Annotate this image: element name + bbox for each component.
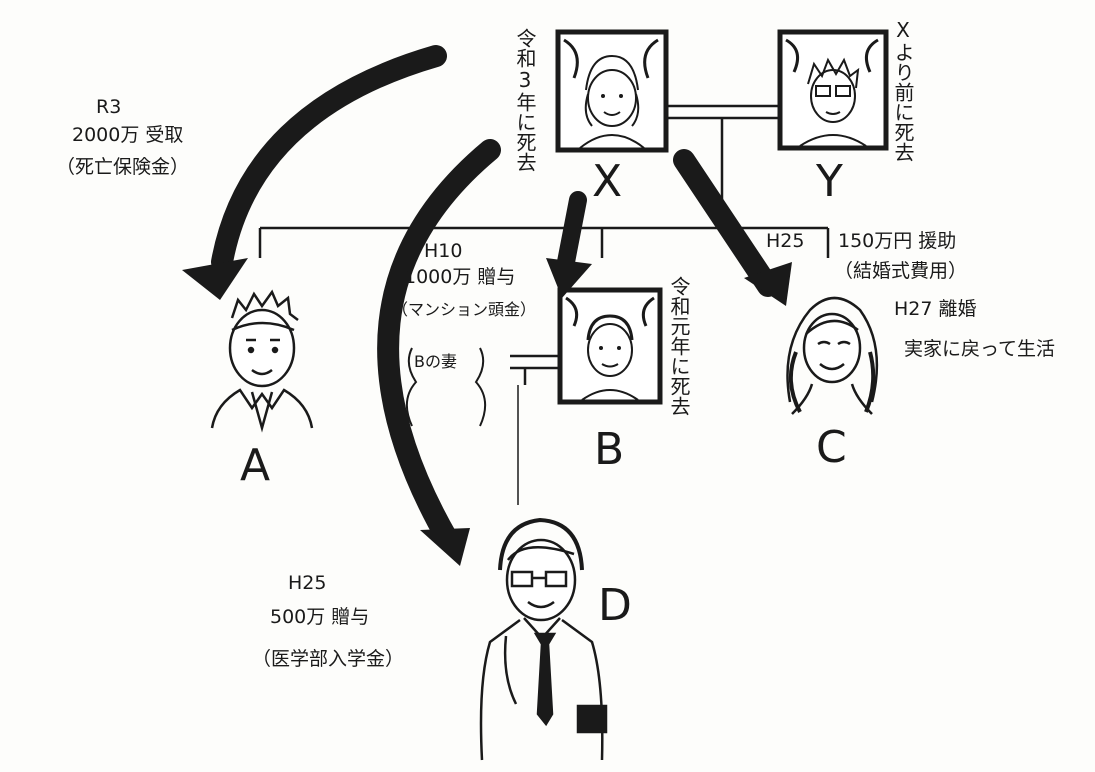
label-x: X xyxy=(592,156,623,207)
portrait-b xyxy=(557,287,663,405)
arrow-x-to-d xyxy=(377,139,501,551)
label-d: D xyxy=(598,580,632,631)
person-a xyxy=(210,289,314,433)
transfer-d-detail: （医学部入学金） xyxy=(252,648,405,670)
transfer-c-detail: （結婚式費用） xyxy=(834,260,968,282)
note-c-divorce: H27 離婚 xyxy=(894,298,977,320)
person-c xyxy=(786,296,879,415)
tree-lines xyxy=(258,104,830,505)
transfer-c-year: H25 xyxy=(766,230,805,252)
arrowhead-d xyxy=(420,528,470,566)
person-d xyxy=(479,517,608,761)
label-c: C xyxy=(816,422,847,473)
arrow-x-to-b xyxy=(557,191,587,271)
transfer-b-detail: （マンション頭金） xyxy=(392,300,537,319)
transfer-a-amount: 2000万 受取 xyxy=(72,124,184,146)
arrow-x-to-c xyxy=(673,149,779,297)
transfer-a-detail: （死亡保険金） xyxy=(56,156,190,178)
b-wife-placeholder xyxy=(405,347,487,427)
portrait-y xyxy=(777,29,889,151)
label-b-wife: Bの妻 xyxy=(414,352,457,371)
note-c-living: 実家に戻って生活 xyxy=(904,338,1056,360)
transfer-d-amount: 500万 贈与 xyxy=(270,606,370,628)
note-x-death: 令和3年に死去 xyxy=(513,28,537,172)
label-b: B xyxy=(594,424,625,475)
arrows xyxy=(211,45,779,551)
label-a: A xyxy=(240,440,271,491)
arrowhead-b xyxy=(546,258,592,298)
note-b-death: 令和元年に死去 xyxy=(667,276,691,416)
portrait-x xyxy=(555,29,669,153)
transfer-b-year: H10 xyxy=(424,240,463,262)
transfer-d-year: H25 xyxy=(288,572,327,594)
arrowheads xyxy=(182,258,792,566)
label-y: Y xyxy=(816,156,843,207)
arrowhead-c xyxy=(744,262,792,306)
arrow-x-to-a xyxy=(211,45,447,273)
note-y-death: Xより前に死去 xyxy=(891,18,915,162)
arrowhead-a xyxy=(182,258,248,300)
transfer-a-year: R3 xyxy=(96,96,122,118)
transfer-c-amount: 150万円 援助 xyxy=(838,230,957,252)
transfer-b-amount: 1000万 贈与 xyxy=(404,266,516,288)
